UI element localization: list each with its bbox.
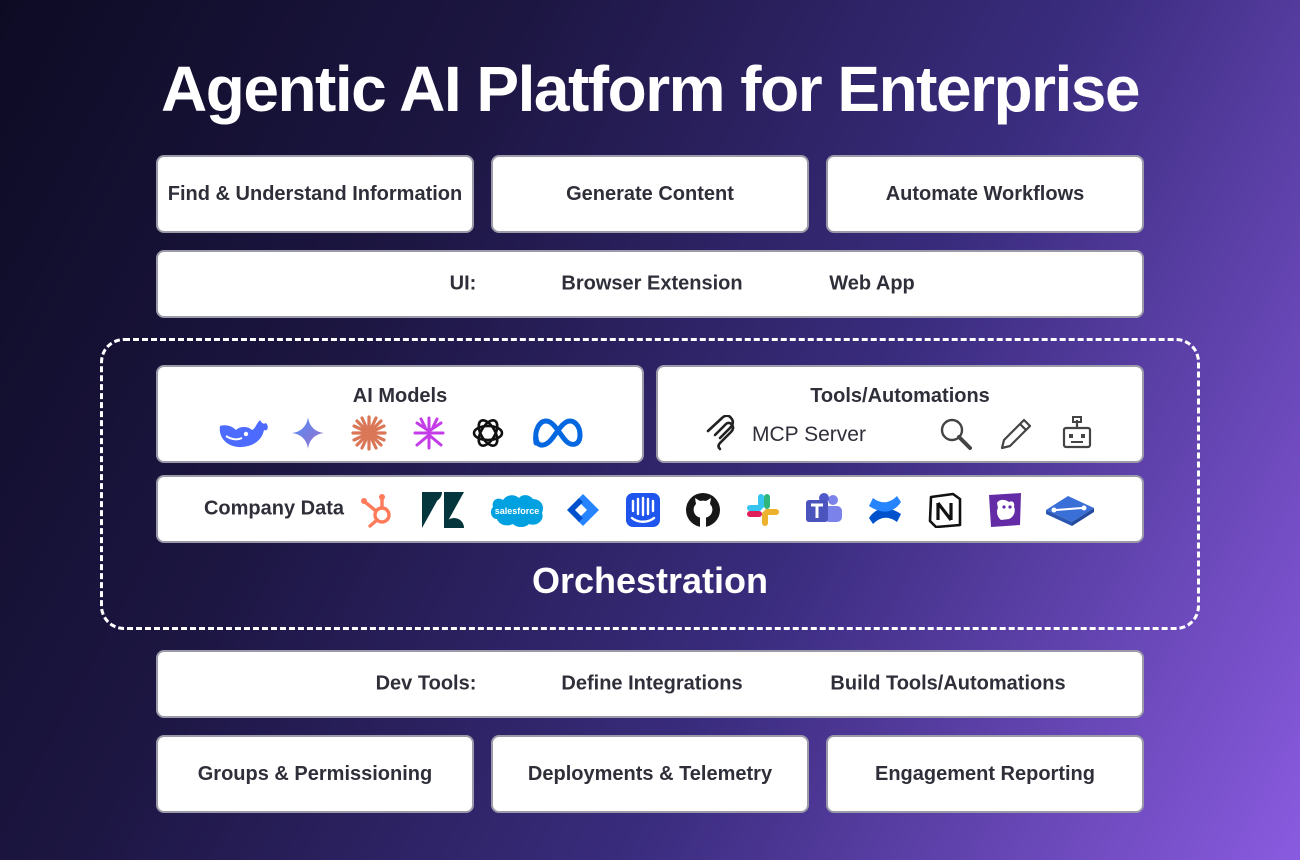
- use-case-label: Automate Workflows: [885, 182, 1085, 205]
- tools-heading: Tools/Automations: [810, 385, 990, 407]
- use-case-automate-workflows: Automate Workflows: [826, 155, 1144, 233]
- orchestration-region: [100, 338, 1200, 630]
- ai-models-box: AI Models: [156, 365, 644, 463]
- ui-row: UI: Browser Extension Web App: [156, 250, 1144, 318]
- teams-icon: [804, 492, 844, 528]
- slack-icon: [745, 492, 781, 528]
- zendesk-icon: [420, 492, 466, 528]
- admin-engagement-reporting: Engagement Reporting: [826, 735, 1144, 813]
- perplexity-icon: [411, 415, 447, 451]
- admin-deployments-telemetry: Deployments & Telemetry: [491, 735, 809, 813]
- github-icon: [685, 492, 721, 528]
- use-case-generate-content: Generate Content: [491, 155, 809, 233]
- robot-icon: [1059, 415, 1095, 451]
- hubspot-icon: [360, 491, 396, 529]
- admin-label: Engagement Reporting: [874, 762, 1095, 785]
- salesforce-wordmark: salesforce: [495, 506, 540, 516]
- mcp-icon: [704, 415, 740, 451]
- notion-icon: [927, 492, 963, 528]
- ai-models-heading: AI Models: [352, 385, 448, 407]
- use-case-label: Generate Content: [566, 182, 734, 205]
- admin-label: Groups & Permissioning: [197, 762, 433, 785]
- use-case-label: Find & Understand Information: [167, 182, 463, 205]
- ui-label: UI:: [449, 272, 477, 295]
- ui-item-browser-extension: Browser Extension: [561, 272, 743, 295]
- salesforce-icon: salesforce: [489, 492, 545, 528]
- claude-icon: [351, 415, 387, 451]
- deepseek-icon: [216, 414, 270, 450]
- dev-tools-item-build-tools: Build Tools/Automations: [830, 672, 1066, 695]
- openai-icon: [470, 415, 506, 451]
- ui-item-web-app: Web App: [829, 272, 915, 295]
- datadog-icon: [987, 491, 1023, 529]
- meta-icon: [530, 415, 586, 451]
- dev-tools-label: Dev Tools:: [375, 672, 477, 695]
- page-title: Agentic AI Platform for Enterprise: [161, 53, 1140, 125]
- intercom-icon: [625, 492, 661, 528]
- tools-box: Tools/Automations MCP Server: [656, 365, 1144, 463]
- admin-label: Deployments & Telemetry: [527, 762, 773, 785]
- pencil-icon: [998, 416, 1034, 452]
- jira-icon: [565, 492, 601, 528]
- mcp-server-label: MCP Server: [752, 423, 866, 446]
- company-data-label: Company Data: [203, 497, 345, 520]
- gemini-icon: [291, 416, 325, 450]
- admin-groups-permissioning: Groups & Permissioning: [156, 735, 474, 813]
- search-icon: [938, 416, 974, 452]
- dev-tools-row: Dev Tools: Define Integrations Build Too…: [156, 650, 1144, 718]
- orchestration-label: Orchestration: [531, 560, 769, 601]
- company-data-row: Company Data salesforce: [156, 475, 1144, 543]
- linear-icon: [1044, 492, 1096, 528]
- confluence-icon: [867, 492, 903, 528]
- use-case-find-understand: Find & Understand Information: [156, 155, 474, 233]
- dev-tools-item-define-integrations: Define Integrations: [561, 672, 743, 695]
